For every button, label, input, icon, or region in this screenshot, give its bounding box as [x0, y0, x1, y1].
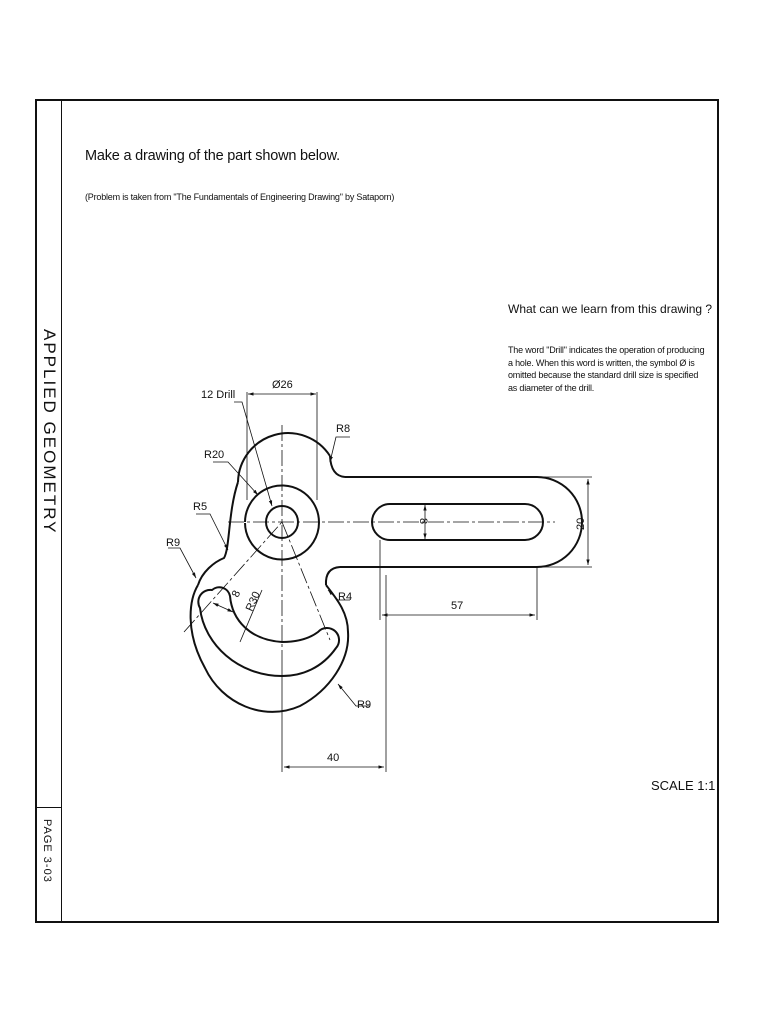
outer-lobe [189, 584, 350, 713]
drawing-sheet: APPLIED GEOMETRY PAGE 3-03 [35, 99, 719, 923]
label-r9-bottom: R9 [357, 699, 371, 711]
label-r9-left: R9 [166, 537, 180, 549]
label-r30: R30 [244, 590, 263, 613]
note-text: The word "Drill" indicates the operation… [508, 345, 705, 393]
label-r20: R20 [204, 449, 224, 461]
strip-divider [37, 807, 62, 808]
slot [371, 503, 544, 541]
source-note: (Problem is taken from "The Fundamentals… [85, 192, 395, 202]
dimension-lines [168, 392, 592, 772]
r4-fillet [324, 566, 341, 586]
label-r5: R5 [193, 501, 207, 513]
arm-end-arc [536, 476, 583, 568]
scale-label: SCALE 1:1 [651, 778, 716, 793]
drill-hole [265, 505, 299, 539]
label-r4: R4 [338, 591, 352, 603]
label-drill: 12 Drill [201, 389, 235, 401]
center-lines [183, 425, 555, 660]
label-57: 57 [451, 600, 463, 612]
label-8-left: 8 [230, 589, 243, 599]
r8-fillet [329, 455, 346, 478]
label-dia: Ø26 [272, 379, 293, 391]
page-number: PAGE 3-03 [41, 819, 53, 883]
curved-slot [197, 586, 341, 678]
title-strip: APPLIED GEOMETRY PAGE 3-03 [37, 101, 62, 921]
label-8-slot: 8 [417, 518, 429, 524]
part-outline [189, 432, 583, 713]
boss-arc [237, 432, 331, 483]
label-40: 40 [327, 752, 339, 764]
inner-boss-circle [244, 484, 320, 561]
label-r8: R8 [336, 423, 350, 435]
instruction-heading: Make a drawing of the part shown below. [85, 148, 340, 164]
label-20: 20 [575, 518, 587, 530]
note-title: What can we learn from this drawing ? [508, 302, 713, 316]
sheet-title: APPLIED GEOMETRY [40, 329, 59, 535]
left-shoulder [197, 481, 239, 586]
